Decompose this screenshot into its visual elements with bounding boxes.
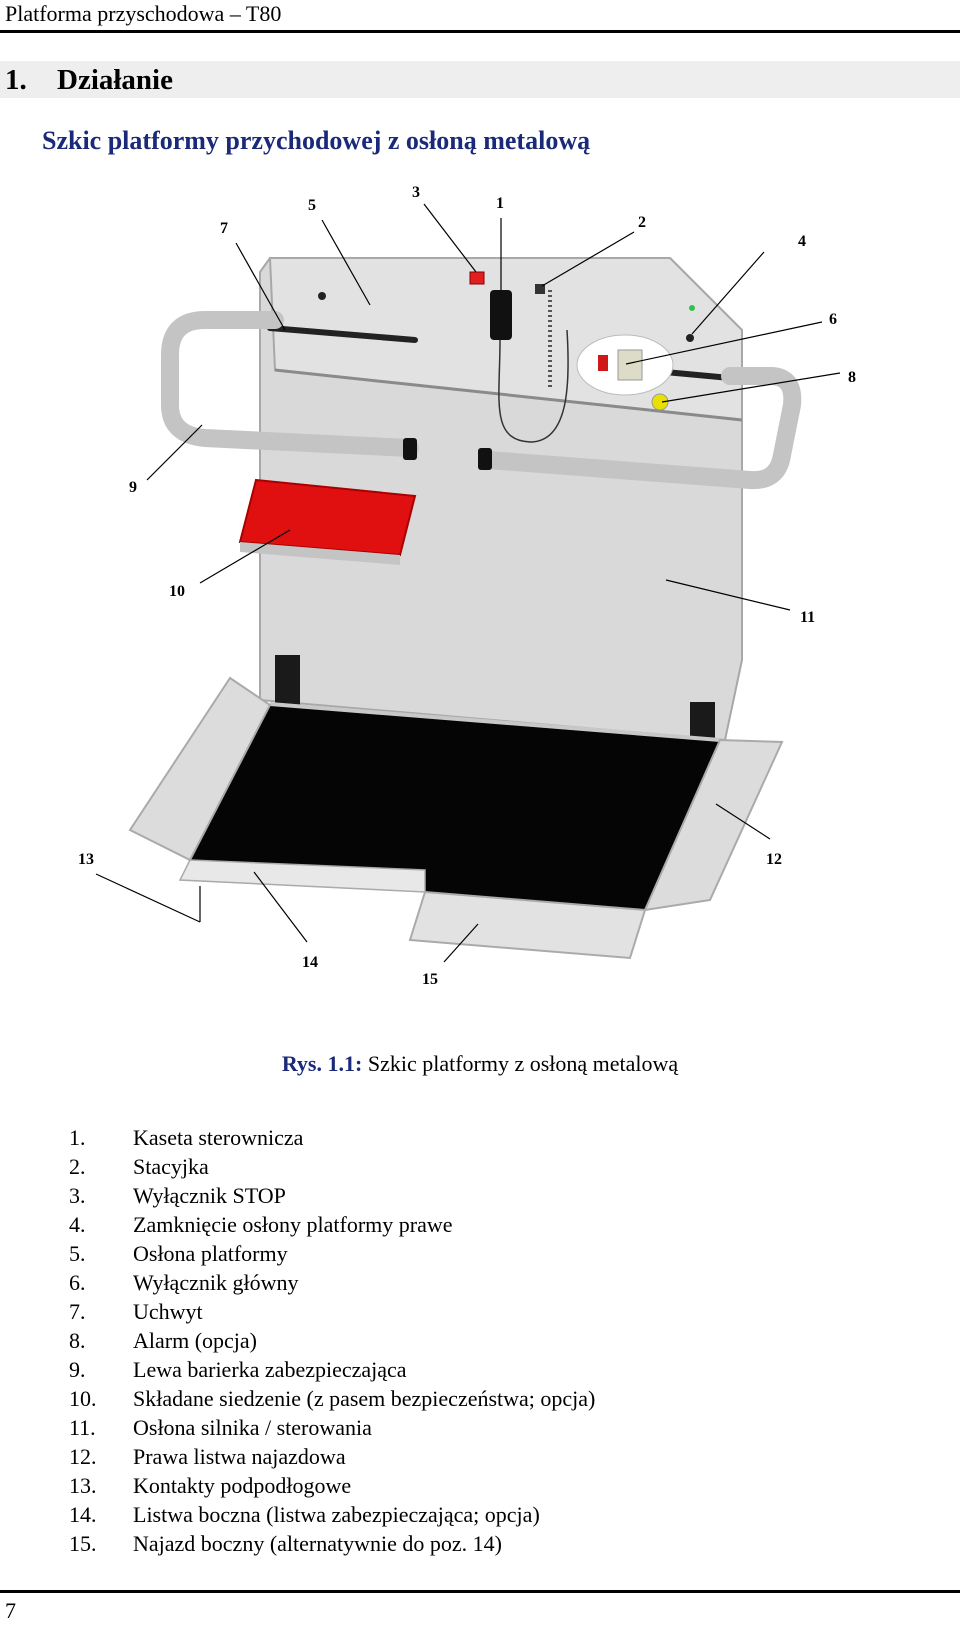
list-item: 2.Stacyjka xyxy=(69,1154,209,1179)
leader-9 xyxy=(146,424,203,481)
left-post xyxy=(275,655,300,707)
list-item: 9.Lewa barierka zabezpieczająca xyxy=(69,1357,407,1382)
main-switch xyxy=(598,355,608,371)
caption-label: Rys. 1.1: xyxy=(281,1051,363,1076)
leader-3 xyxy=(423,203,477,273)
figure-subheading: Szkic platformy przychodowej z osłoną me… xyxy=(42,126,591,155)
stop-button xyxy=(469,271,485,285)
callout-1: 1 xyxy=(496,195,504,212)
platform-illustration: 1 2 3 4 5 6 7 8 9 10 11 12 13 14 15 xyxy=(70,180,890,1030)
list-item: 1.Kaseta sterownicza xyxy=(69,1125,304,1150)
section-band xyxy=(0,61,960,98)
platform-floor xyxy=(190,705,720,910)
list-item: 14.Listwa boczna (listwa zabezpieczająca… xyxy=(69,1502,540,1527)
key-switch xyxy=(535,284,545,294)
left-barrier xyxy=(161,311,419,457)
platform-drawing: 1 2 3 4 5 6 7 8 9 10 11 12 13 14 15 xyxy=(78,184,856,988)
list-item: 3.Wyłącznik STOP xyxy=(69,1183,286,1208)
leader-10 xyxy=(199,529,291,584)
list-item: 6.Wyłącznik główny xyxy=(69,1270,299,1295)
right-lock-dot xyxy=(686,334,694,342)
section-number: 1. xyxy=(5,64,27,96)
switch-body xyxy=(617,349,643,381)
leader-4 xyxy=(691,251,765,335)
callout-5: 5 xyxy=(308,197,316,214)
callout-13: 13 xyxy=(78,851,94,868)
legend-list: 1.Kaseta sterownicza 2.Stacyjka 3.Wyłącz… xyxy=(69,1123,595,1558)
callout-12: 12 xyxy=(766,851,782,868)
leader-lines xyxy=(95,203,841,963)
leader-15 xyxy=(443,923,479,963)
list-item: 10.Składane siedzenie (z pasem bezpiecze… xyxy=(69,1386,596,1411)
page-number: 7 xyxy=(5,1598,16,1623)
callout-15: 15 xyxy=(422,971,438,988)
leader-12 xyxy=(715,803,771,840)
callout-9: 9 xyxy=(129,479,137,496)
list-item: 5.Osłona platformy xyxy=(69,1241,288,1266)
floor-edge xyxy=(269,702,721,742)
leader-7 xyxy=(235,242,286,331)
callout-7: 7 xyxy=(220,220,228,237)
cover-seam xyxy=(274,368,743,422)
alarm-light xyxy=(651,393,669,411)
side-ramp xyxy=(408,890,647,960)
section-title: Działanie xyxy=(57,64,173,96)
callout-14: 14 xyxy=(302,954,318,971)
list-item: 4.Zamknięcie osłony platformy prawe xyxy=(69,1212,453,1237)
callout-10: 10 xyxy=(169,583,185,600)
right-barrier xyxy=(479,367,802,490)
leader-6 xyxy=(625,321,823,365)
leader-14 xyxy=(253,871,308,943)
status-led xyxy=(689,305,695,311)
right-ramp xyxy=(643,738,784,912)
leader-11 xyxy=(665,579,791,611)
callout-4: 4 xyxy=(798,233,806,250)
left-barrier-cap xyxy=(403,438,417,460)
lock-dot xyxy=(318,292,326,300)
seat-edge xyxy=(240,542,400,565)
section-heading: 1. Działanie xyxy=(5,63,173,97)
caption-text: Szkic platformy z osłoną metalową xyxy=(367,1051,679,1076)
control-cable xyxy=(498,329,569,443)
list-item: 13.Kontakty podpodłogowe xyxy=(69,1473,352,1498)
callout-6: 6 xyxy=(829,311,837,328)
leader-13 xyxy=(95,873,201,923)
list-item: 7.Uchwyt xyxy=(69,1299,203,1324)
right-barrier-cap xyxy=(478,448,492,470)
leader-5 xyxy=(321,219,371,306)
running-header: Platforma przyschodowa – T80 xyxy=(5,1,282,26)
footer-rule xyxy=(0,1590,960,1593)
leader-8 xyxy=(661,372,841,403)
list-item: 12.Prawa listwa najazdowa xyxy=(69,1444,346,1469)
callout-3: 3 xyxy=(412,184,420,201)
list-item: 15.Najazd boczny (alternatywnie do poz. … xyxy=(69,1531,502,1556)
right-handle xyxy=(662,369,733,381)
header-rule xyxy=(0,30,960,33)
callout-11: 11 xyxy=(800,609,815,626)
handle xyxy=(267,325,418,343)
leader-2 xyxy=(541,231,635,287)
callout-2: 2 xyxy=(638,214,646,231)
list-item: 11.Osłona silnika / sterowania xyxy=(69,1415,372,1440)
list-item: 8.Alarm (opcja) xyxy=(69,1328,257,1353)
figure-caption: Rys. 1.1: Szkic platformy z osłoną metal… xyxy=(0,1050,960,1078)
callout-8: 8 xyxy=(848,369,856,386)
control-box xyxy=(490,290,512,340)
